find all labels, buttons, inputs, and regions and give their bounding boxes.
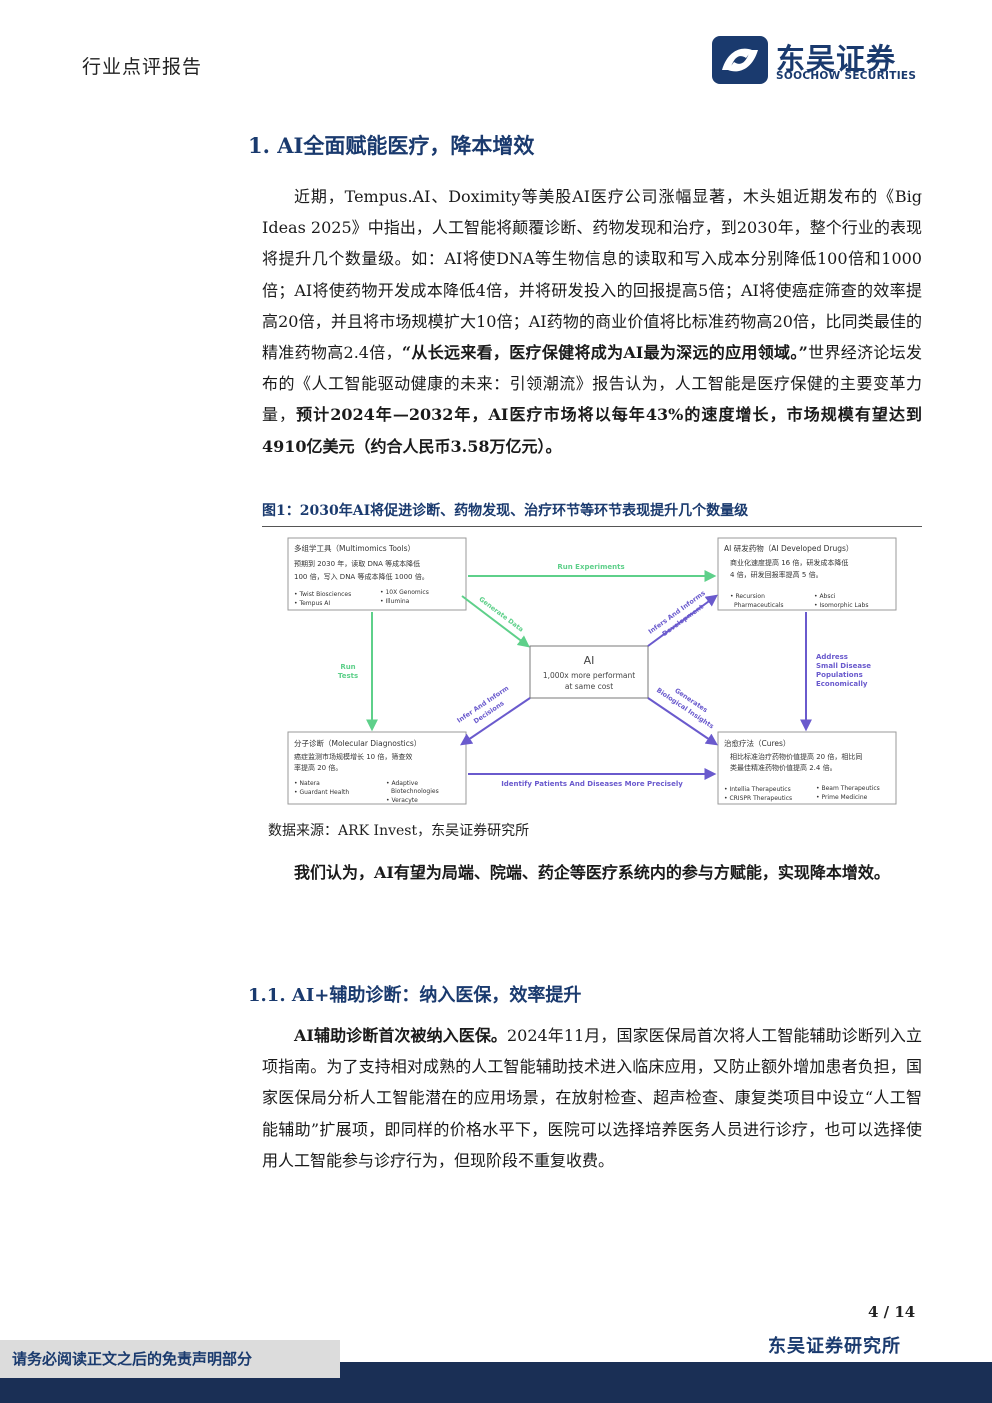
br-company-1a: • Intellia Therapeutics [724,786,791,793]
label-run-tests-1: Run [340,663,355,671]
tr-company-1a: • Recursion [730,593,765,600]
footer-institute: 东吴证券研究所 [768,1336,901,1357]
center-line1: 1,000x more performant [543,671,635,680]
arrow-generates-insights [647,697,718,746]
conclusion-text: 我们认为，AI有望为局端、院端、药企等医疗系统内的参与方赋能，实现降本增效。 [294,863,890,882]
label-identify: Identify Patients And Diseases More Prec… [501,780,683,788]
label-address-2: Small Disease [816,662,871,670]
label-address-4: Economically [816,680,868,688]
tl-company-2b: • Illumina [380,598,410,605]
label-run-tests-2: Tests [338,672,358,680]
intro-paragraph: 近期，Tempus.AI、Doximity等美股AI医疗公司涨幅显著，木头姐近期… [262,181,922,462]
subsection-paragraph: AI辅助诊断首次被纳入医保。2024年11月，国家医保局首次将人工智能辅助诊断列… [262,1020,922,1176]
br-company-1b: • CRISPR Therapeutics [724,795,792,802]
bl-company-2c: • Veracyte [386,797,418,804]
disclaimer-text: 请务必阅读正文之后的免责声明部分 [12,1350,253,1368]
label-run-experiments: Run Experiments [557,563,624,571]
figure-title: 图1：2030年AI将促进诊断、药物发现、治疗环节等环节表现提升几个数量级 [262,500,922,527]
tl-company-1b: • Tempus AI [294,600,330,607]
bl-desc2: 率提高 20 倍。 [294,763,342,772]
tr-desc1: 商业化速度提高 16 倍，研发成本降低 [730,558,848,567]
box-cures [717,731,897,805]
subsection-bold: AI辅助诊断首次被纳入医保。 [294,1026,507,1045]
section-title: 1. AI全面赋能医疗，降本增效 [248,133,535,158]
logo-text-en: SOOCHOW SECURITIES [776,70,917,82]
tr-title: AI 研发药物（AI Developed Drugs） [724,543,853,553]
figure-diagram: 多组学工具（Multimomics Tools） 预期到 2030 年，读取 D… [286,536,898,808]
arrow-infer-inform-decisions [460,697,531,746]
tr-company-1b: Pharmaceuticals [734,602,784,609]
disclaimer-box [0,1340,340,1378]
tl-desc1: 预期到 2030 年，读取 DNA 等成本降低 [294,559,420,568]
bl-company-2a: • Adaptive [386,780,418,787]
bl-title: 分子诊断（Molecular Diagnostics） [294,738,421,748]
box-ai-drugs [717,537,897,611]
tl-company-2a: • 10X Genomics [380,589,429,596]
arrow-infers-informs [647,594,718,647]
br-company-2a: • Beam Therapeutics [816,785,880,792]
box-ai-center [529,645,649,699]
br-company-2b: • Prime Medicine [816,794,868,801]
bl-company-2b: Biotechnologies [391,788,439,795]
label-generate-data: Generate Data [477,595,524,634]
intro-text-1: 近期，Tempus.AI、Doximity等美股AI医疗公司涨幅显著，木头姐近期… [262,187,922,363]
label-address-3: Populations [816,671,863,679]
center-line2: at same cost [565,682,613,691]
arrow-generate-data [461,595,530,648]
bl-desc1: 癌症监测市场规模增长 10 倍，筛查效 [294,752,412,761]
intro-bold-2: 预计2024年—2032年，AI医疗市场将以每年43%的速度增长，市场规模有望达… [262,405,922,456]
page-number: 4 / 14 [868,1303,916,1321]
tl-title: 多组学工具（Multimomics Tools） [294,543,415,553]
box-molecular-diagnostics [287,731,467,805]
figure-source: 数据来源：ARK Invest，东吴证券研究所 [268,823,530,839]
intro-text-2: 世界经济论坛发布的《人工智能驱动健康的未来：引领潮流》报告认为，人工智能是医疗保… [262,343,922,425]
br-desc1: 相比标准治疗药物价值提高 20 倍，相比同 [730,752,862,761]
box-multiomics [287,537,467,611]
tr-company-2a: • Absci [814,593,836,600]
tr-desc2: 4 倍，研发回报率提高 5 倍。 [730,570,823,579]
logo-text-cn: 东吴证券 [776,42,897,76]
tr-company-2b: • Isomorphic Labs [814,602,868,609]
bl-company-1b: • Guardant Health [294,789,349,796]
bl-company-1a: • Natera [294,780,320,787]
subsection-title: 1.1. AI+辅助诊断：纳入医保，效率提升 [248,985,582,1006]
intro-bold-1: “从长远来看，医疗保健将成为AI最为深远的应用领域。” [401,343,808,363]
conclusion-paragraph: 我们认为，AI有望为局端、院端、药企等医疗系统内的参与方赋能，实现降本增效。 [262,857,922,888]
subsection-text: 2024年11月，国家医保局首次将人工智能辅助诊断列入立项指南。为了支持相对成熟… [262,1026,922,1170]
logo-mark-icon [712,36,768,84]
br-desc2: 类最佳精准药物价值提高 2.4 倍。 [730,763,837,772]
tl-company-1a: • Twist Biosciences [294,591,351,598]
company-logo: 东吴证券 SOOCHOW SECURITIES [712,36,922,84]
br-title: 治愈疗法（Cures） [724,738,790,748]
ai-healthcare-diagram: 多组学工具（Multimomics Tools） 预期到 2030 年，读取 D… [287,537,897,805]
tl-desc2: 100 倍，写入 DNA 等成本降低 1000 倍。 [294,572,429,581]
center-title: AI [584,654,595,667]
report-type: 行业点评报告 [82,56,203,78]
label-address-1: Address [816,653,848,661]
